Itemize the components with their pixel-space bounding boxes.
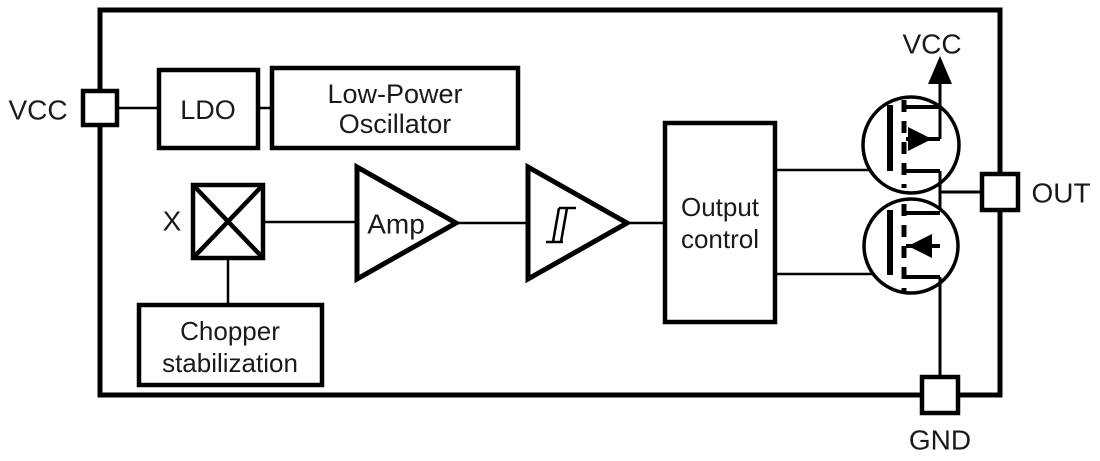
out-pin-label: OUT [1031, 178, 1090, 209]
pmos-body-arrow-icon [908, 127, 932, 151]
mixer-input-label: X [163, 206, 182, 237]
amplifier-block: Amp [354, 162, 462, 284]
nmos-body-arrow-icon [908, 234, 932, 258]
schmitt-triangle-icon [525, 162, 633, 284]
vcc-left-pin-label: VCC [8, 95, 67, 126]
hysteresis-icon [546, 206, 576, 244]
wires [117, 106, 982, 305]
mixer-block: X [163, 182, 266, 261]
output-control-label-line1: Output [681, 192, 760, 222]
vcc-top-label: VCC [902, 29, 961, 60]
output-control-label-line2: control [681, 224, 759, 254]
schmitt-trigger-block [525, 162, 633, 284]
chopper-label-line2: stabilization [162, 348, 298, 378]
oscillator-label-line1: Low-Power [327, 79, 462, 109]
chopper-label-line1: Chopper [180, 316, 280, 346]
ldo-block: LDO [156, 67, 261, 151]
oscillator-block: Low-Power Oscillator [269, 65, 521, 151]
output-control-block: Output control [662, 120, 778, 325]
amp-label: Amp [367, 209, 425, 240]
gnd-pin [919, 374, 961, 416]
vcc-arrow-up-icon [928, 56, 952, 84]
nmos-transistor [862, 197, 960, 380]
vcc-left-pin [80, 88, 120, 128]
oscillator-label-line2: Oscillator [339, 109, 452, 139]
pins [80, 88, 1021, 416]
amp-triangle-icon [354, 162, 462, 284]
ldo-label: LDO [180, 95, 236, 125]
out-pin [979, 171, 1021, 213]
chopper-block: Chopper stabilization [136, 302, 325, 388]
gnd-pin-label: GND [909, 425, 971, 456]
